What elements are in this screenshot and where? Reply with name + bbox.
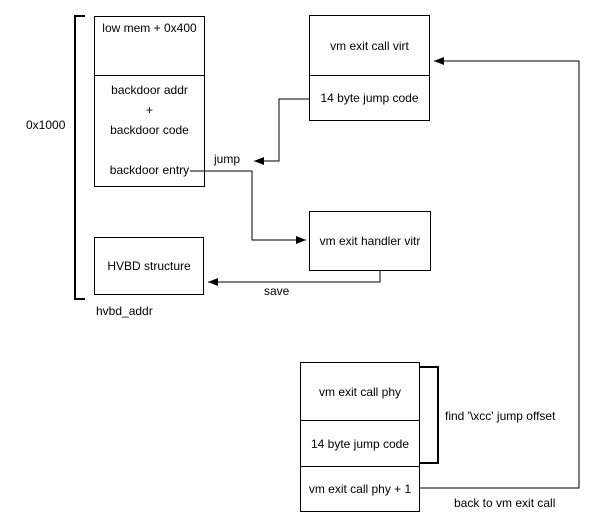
- plus-label: +: [145, 103, 153, 117]
- vm-exit-call-phy-box: vm exit call phy 14 byte jump code vm ex…: [300, 362, 420, 512]
- phy-jump-code-section: 14 byte jump code: [301, 421, 419, 467]
- hvbd-structure-section: HVBD structure: [95, 238, 203, 294]
- backdoor-addr-label: backdoor addr: [111, 83, 188, 97]
- jump-label: jump: [214, 152, 241, 166]
- backdoor-code-label: backdoor code: [110, 123, 189, 137]
- vm-exit-call-phy-plus1-label: vm exit call phy + 1: [308, 482, 412, 496]
- vm-exit-call-virt-label: vm exit call virt: [330, 38, 409, 53]
- virt-jump-code-section: 14 byte jump code: [310, 76, 429, 120]
- vm-exit-handler-box: vm exit handler vitr: [309, 211, 431, 271]
- hvbd-structure-label: HVBD structure: [107, 259, 191, 273]
- low-mem-box: low mem + 0x400 backdoor addr + backdoor…: [94, 16, 205, 187]
- back-to-vm-exit-arrow: [420, 57, 580, 489]
- back-to-vm-exit-call-label: back to vm exit call: [454, 496, 556, 510]
- size-0x1000-label: 0x1000: [26, 118, 66, 132]
- vm-exit-call-phy-label: vm exit call phy: [318, 384, 402, 399]
- backdoor-section: backdoor addr + backdoor code backdoor e…: [95, 76, 204, 186]
- size-bracket-shape: [74, 15, 85, 300]
- hvbd-addr-label: hvbd_addr: [96, 304, 153, 318]
- low-mem-label: low mem + 0x400: [102, 21, 197, 35]
- save-arrow: [208, 271, 381, 286]
- backdoor-entry-label: backdoor entry: [109, 163, 190, 177]
- backdoor-addr-code-block: backdoor addr + backdoor code: [95, 80, 204, 140]
- vm-exit-handler-label: vm exit handler vitr: [319, 234, 421, 248]
- low-mem-section: low mem + 0x400: [95, 17, 204, 76]
- vm-exit-call-phy-section: vm exit call phy: [301, 363, 419, 421]
- hvbd-structure-box: HVBD structure: [94, 237, 204, 295]
- vm-exit-call-virt-box: vm exit call virt 14 byte jump code: [309, 15, 430, 121]
- vm-exit-call-virt-section: vm exit call virt: [310, 16, 429, 76]
- save-label: save: [264, 284, 290, 298]
- virt-jump-code-label: 14 byte jump code: [320, 91, 419, 105]
- phy-jump-code-label: 14 byte jump code: [310, 436, 410, 451]
- find-xcc-offset-label: find '\xcc' jump offset: [445, 409, 556, 423]
- offset-span-bracket-shape: [420, 366, 439, 464]
- vm-exit-handler-section: vm exit handler vitr: [310, 212, 430, 270]
- entry-to-handler-arrow: [190, 170, 306, 244]
- vm-exit-call-phy-plus1-section: vm exit call phy + 1: [301, 467, 419, 511]
- jump-arrow: [254, 98, 309, 165]
